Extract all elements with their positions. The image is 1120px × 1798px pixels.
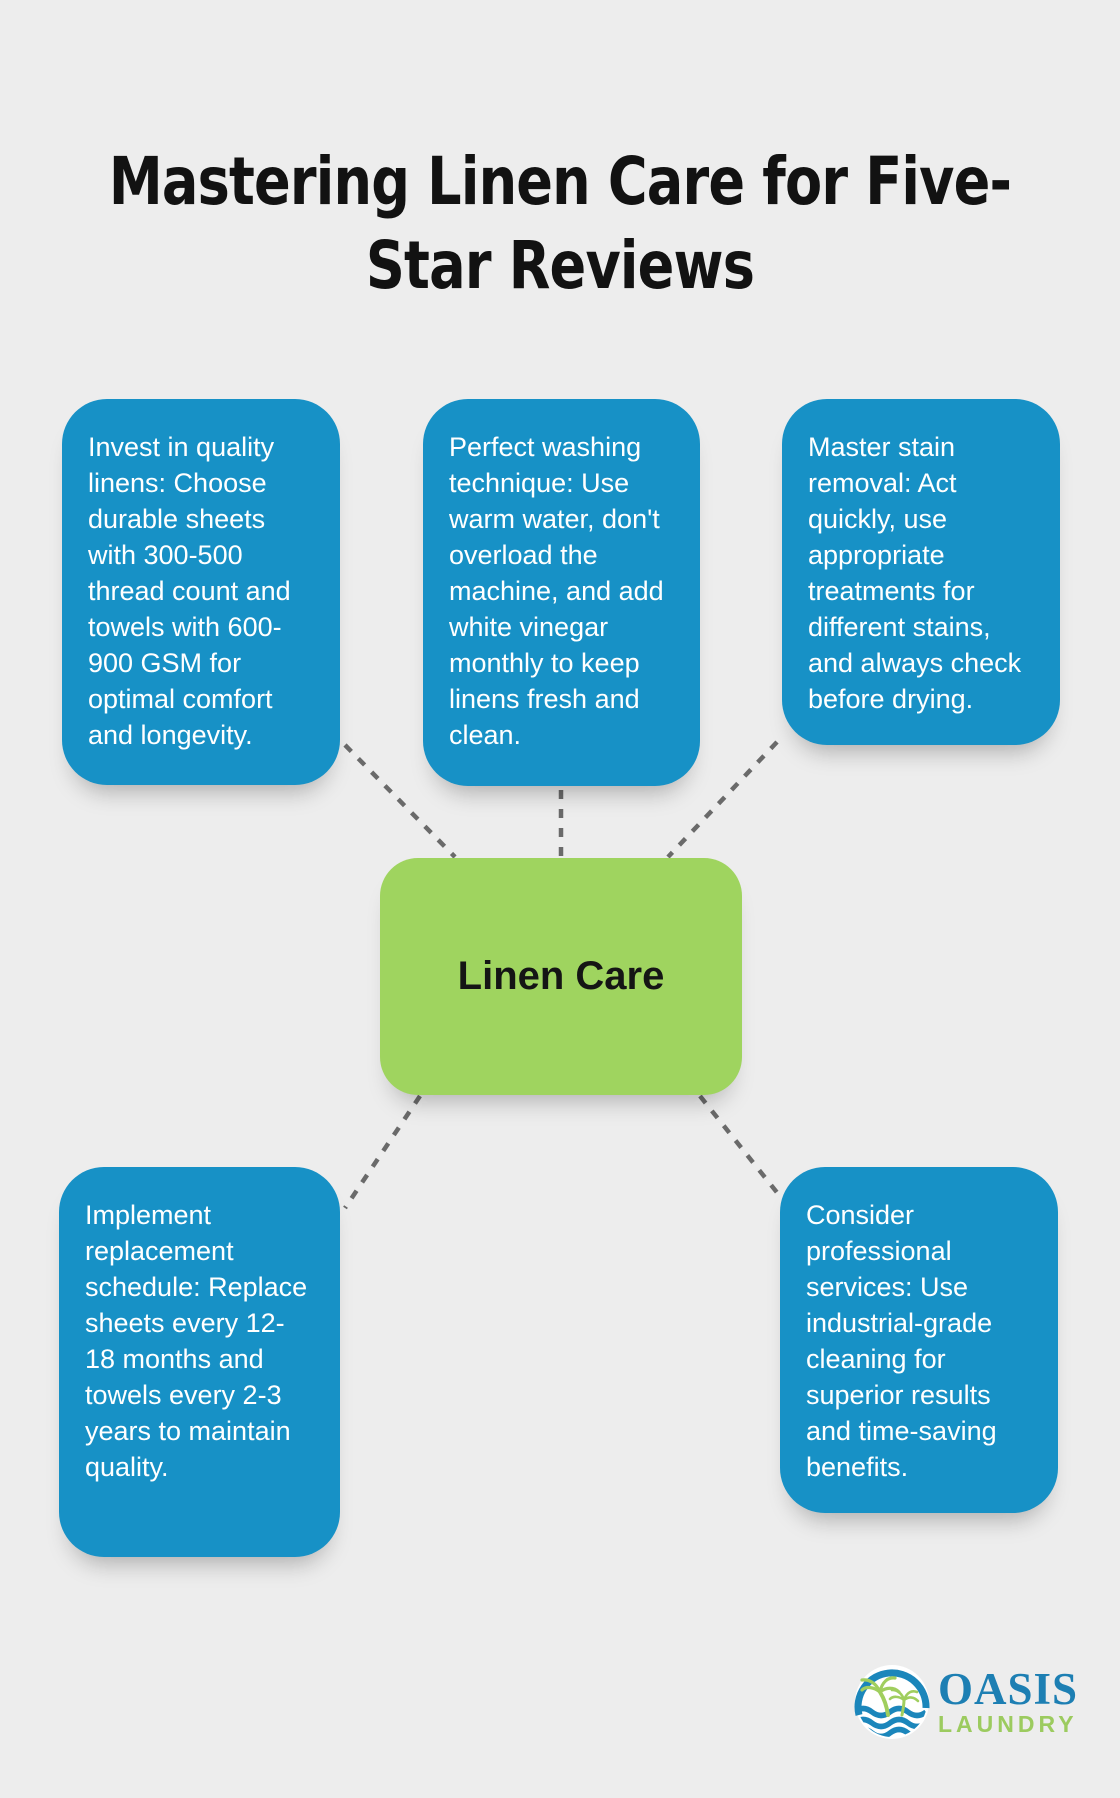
connector-line-center-tip4 [343,1094,422,1210]
tip-text: Master stain removal: Act quickly, use a… [808,432,1022,714]
page-title-line-2: Star Reviews [365,227,755,305]
oasis-logo-icon [854,1665,930,1739]
center-node-linen-care: Linen Care [380,858,742,1095]
tip-card-invest-quality-linens: Invest in quality linens: Choose durable… [62,399,340,785]
tip-text: Perfect washing technique: Use warm wate… [449,432,664,750]
page-title: Mastering Linen Care for Five- Star Revi… [11,140,1110,308]
oasis-laundry-logo: OASIS LAUNDRY [852,1662,1078,1742]
connector-line-center-tip5 [698,1094,785,1202]
logo-circle-arc [854,1669,930,1716]
palm-trees-icon [860,1676,920,1717]
logo-word-laundry: LAUNDRY [938,1710,1078,1737]
logo-word-oasis: OASIS [938,1663,1079,1714]
connector-line-tip1-center [343,743,457,859]
tip-card-master-stain-removal: Master stain removal: Act quickly, use a… [782,399,1060,745]
center-node-label: Linen Care [457,954,665,998]
connector-line-tip3-center [666,740,779,859]
logo-wordmark: OASIS LAUNDRY [938,1663,1079,1737]
tip-text: Consider professional services: Use indu… [806,1200,997,1482]
tip-text: Invest in quality linens: Choose durable… [88,432,291,750]
tip-card-professional-services: Consider professional services: Use indu… [780,1167,1058,1513]
tip-card-perfect-washing-technique: Perfect washing technique: Use warm wate… [423,399,700,786]
tip-text: Implement replacement schedule: Replace … [85,1200,308,1482]
tip-card-replacement-schedule: Implement replacement schedule: Replace … [59,1167,340,1557]
page-title-line-1: Mastering Linen Care for Five- [108,143,1012,221]
